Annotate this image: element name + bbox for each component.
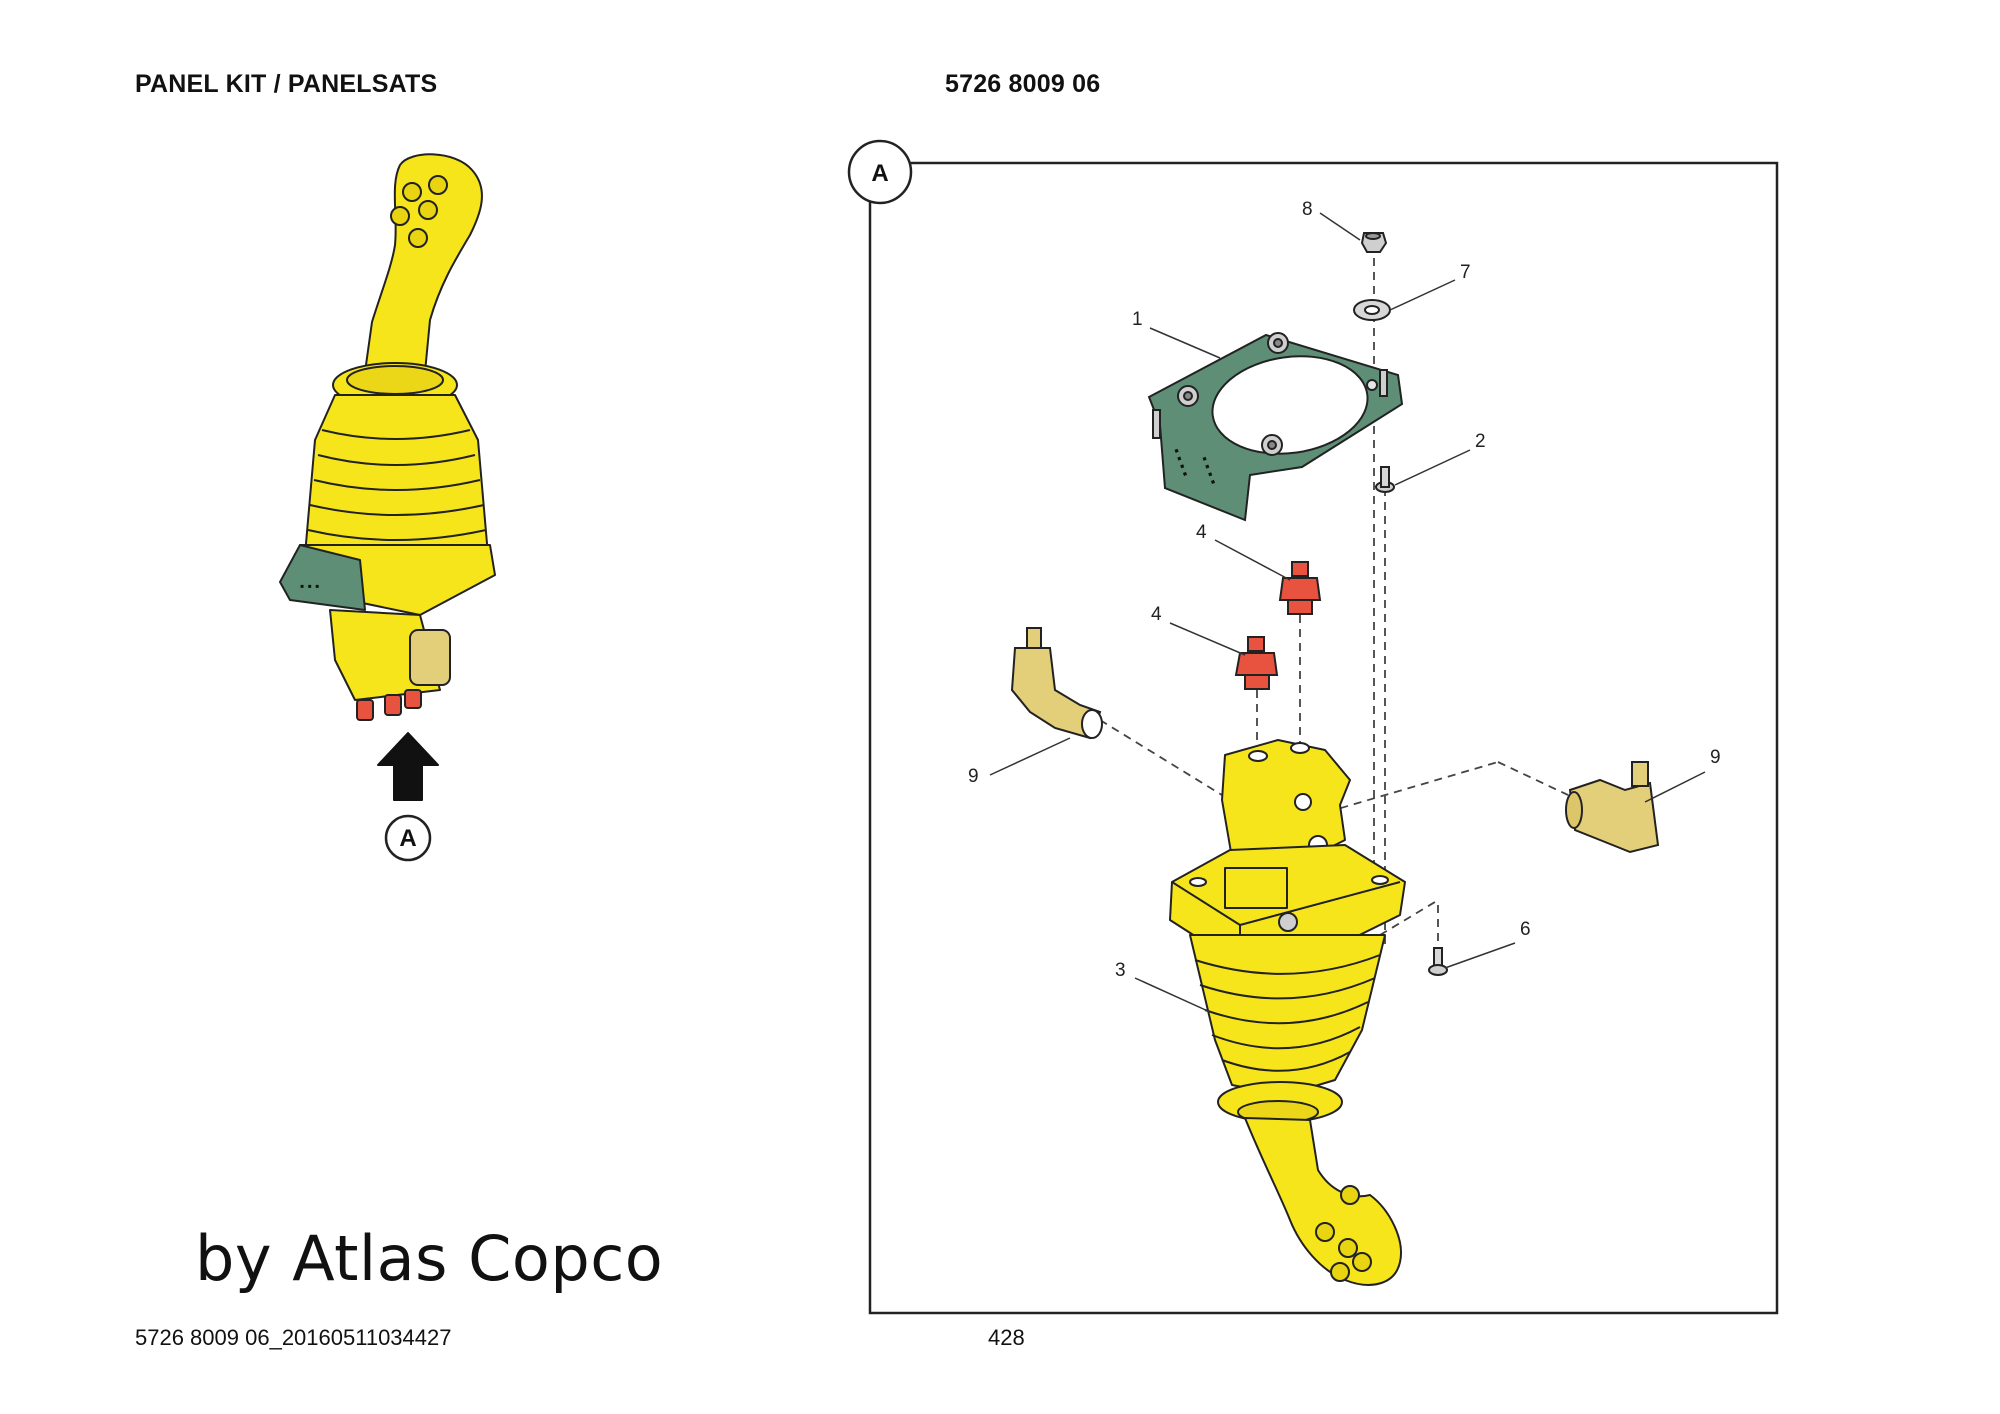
callout-1: 1	[1132, 309, 1143, 330]
svg-text:▪ ▪ ▪: ▪ ▪ ▪	[300, 579, 319, 593]
callout-7: 7	[1460, 262, 1471, 283]
callout-9-right: 9	[1710, 747, 1721, 768]
watermark: by Atlas Copco	[195, 1222, 664, 1295]
page-title: PANEL KIT / PANELSATS	[135, 70, 438, 98]
part-number: 5726 8009 06	[945, 70, 1101, 98]
detail-view-frame	[868, 161, 1779, 1315]
part-3-joystick-assembly	[1169, 739, 1406, 1286]
part-9-fitting-left	[1010, 627, 1103, 740]
callout-8: 8	[1302, 199, 1313, 220]
view-a-marker-detail	[847, 139, 913, 205]
view-a-marker-detail-label: A	[871, 160, 888, 187]
part-2-screw	[1375, 466, 1395, 493]
callout-6: 6	[1520, 919, 1531, 940]
page-number: 428	[988, 1325, 1025, 1350]
part-9-fitting-right	[1565, 761, 1660, 854]
part-7-washer	[1353, 299, 1391, 321]
callout-3: 3	[1115, 960, 1126, 981]
part-4-nipple-lower	[1234, 636, 1279, 690]
callout-2: 2	[1475, 431, 1486, 452]
callout-9-left: 9	[968, 766, 979, 787]
part-4-nipple-upper	[1278, 561, 1322, 615]
overview-joystick: ▪ ▪ ▪	[279, 153, 496, 801]
part-8-nut	[1360, 232, 1388, 253]
view-a-marker-overview	[384, 814, 432, 862]
callout-4-lower: 4	[1151, 604, 1162, 625]
callout-4-upper: 4	[1196, 522, 1207, 543]
document-id: 5726 8009 06_20160511034427	[135, 1325, 452, 1350]
leader-lines	[989, 212, 1706, 1013]
part-6-screw	[1428, 947, 1448, 976]
part-1-panel-plate: ▪ ▪ ▪ ▪ ▪ ▪ ▪ ▪	[1147, 332, 1404, 522]
view-a-marker-overview-label: A	[399, 825, 416, 852]
